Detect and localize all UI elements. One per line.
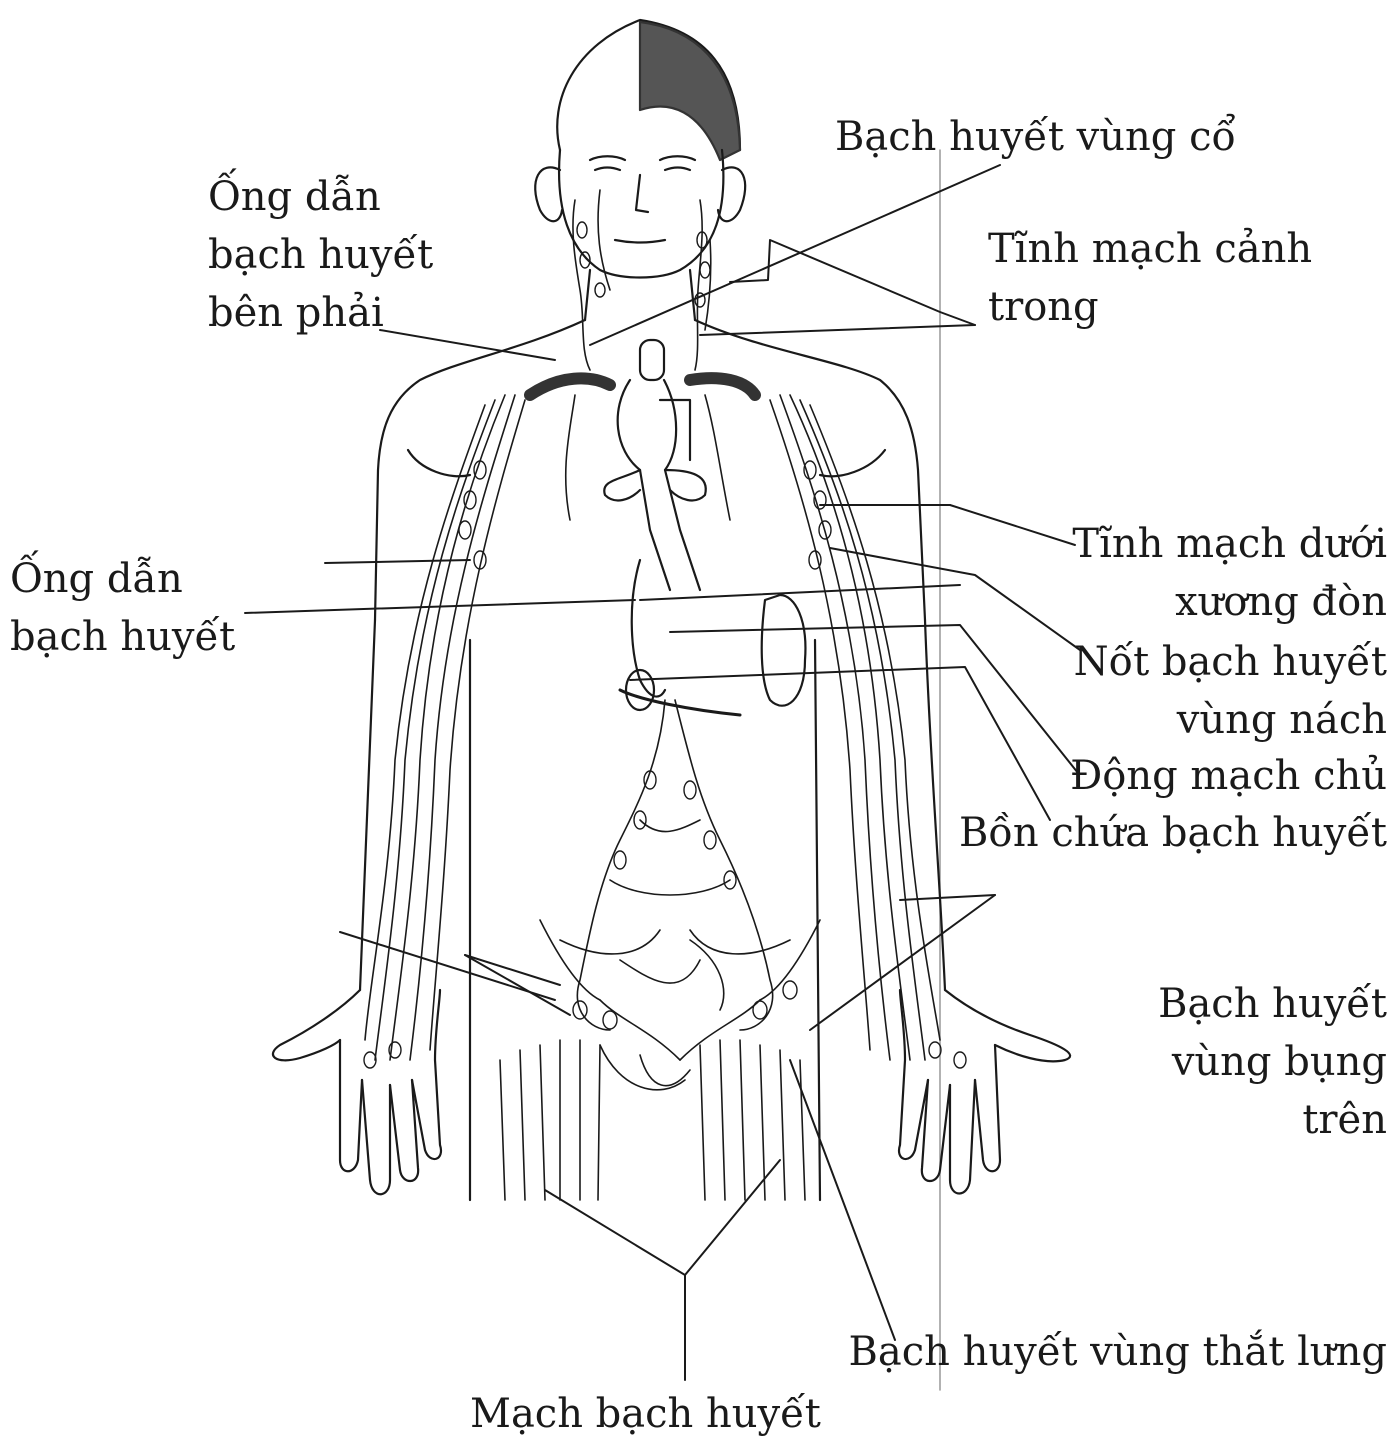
label-cervical-lymph: Bạch huyết vùng cổ: [835, 108, 1236, 166]
abdominal-lymph-network: [540, 700, 820, 1060]
leader-internal-jugular: [730, 240, 975, 325]
left-hand: [273, 990, 441, 1194]
arm-lymph-vessels: [365, 395, 940, 1060]
leg-lymph-vessels: [500, 1040, 805, 1200]
leader-internal-jugular-2: [700, 325, 975, 335]
leader-thoracic-duct-2: [325, 560, 470, 563]
leader-axillary-2: [640, 585, 960, 600]
label-aorta: Động mạch chủ: [1070, 747, 1387, 805]
label-lymph-vessels: Mạch bạch huyết: [470, 1385, 821, 1443]
leader-pelvic-a: [340, 932, 555, 1000]
leader-thoracic-duct: [245, 600, 635, 613]
label-axillary-nodes: Nốt bạch huyết vùng nách: [1074, 633, 1387, 749]
label-lumbar-lymph: Bạch huyết vùng thắt lưng: [849, 1323, 1387, 1381]
subclavian-vein-right: [690, 378, 755, 395]
leader-cervical-lymph: [590, 165, 1000, 345]
label-right-lymph-duct: Ống dẫn bạch huyết bên phải: [208, 168, 433, 342]
label-thoracic-duct: Ống dẫn bạch huyết: [10, 550, 235, 666]
leader-subclavian: [950, 505, 1075, 545]
label-cisterna-chyli: Bồn chứa bạch huyết: [959, 804, 1387, 862]
leader-upper-abdominal: [900, 895, 995, 900]
subclavian-vein-left: [530, 378, 610, 395]
head: [535, 20, 745, 320]
leader-pelvic-b: [465, 955, 560, 985]
label-internal-jugular-vein: Tĩnh mạch cảnh trong: [988, 220, 1312, 336]
leader-pelvic-c: [465, 955, 570, 1015]
right-hand: [899, 990, 1070, 1194]
torso-outline: [360, 320, 945, 1200]
label-upper-abdominal-lymph: Bạch huyết vùng bụng trên: [1158, 975, 1387, 1149]
cisterna-chyli: [620, 560, 805, 715]
label-subclavian-vein: Tĩnh mạch dưới xương đòn: [1072, 515, 1387, 631]
neck-lymph: [566, 190, 730, 520]
